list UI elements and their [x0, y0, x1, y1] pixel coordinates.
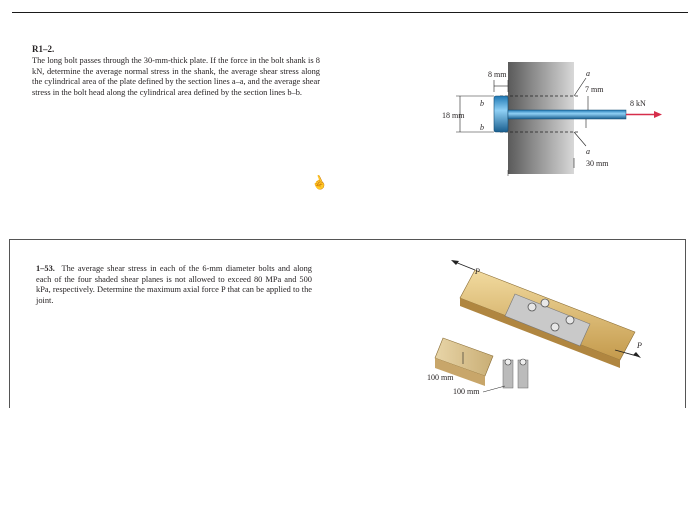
problem-1-statement: The long bolt passes through the 30-mm-t…: [32, 56, 320, 97]
problem-1-text: The long bolt passes through the 30-mm-t…: [32, 56, 320, 98]
load-label: 8 kN: [630, 99, 646, 108]
section-a-top: a: [586, 69, 590, 78]
problem-2-number: 1–53.: [36, 264, 55, 273]
section-b-top: b: [480, 99, 484, 108]
dim-plate-thickness: 30 mm: [586, 159, 609, 168]
problem-1-number: R1–2.: [32, 44, 55, 54]
hand-cursor-icon: ☝: [308, 172, 330, 193]
bolt-plate-figure: 8 mm 7 mm 18 mm a a b b 30 mm 8 kN: [442, 62, 662, 176]
load-P-left: P: [474, 267, 480, 276]
dim-1: 100 mm: [427, 373, 454, 382]
section-b-bottom: b: [480, 123, 484, 132]
bolt-shank: [507, 109, 627, 120]
bolt-head: [493, 95, 509, 133]
wood-joint-figure: P P 100 mm 100 mm: [427, 260, 642, 396]
dim-head-thickness: 8 mm: [488, 70, 507, 79]
section-a-bottom: a: [586, 147, 590, 156]
problem-2-statement: The average shear stress in each of the …: [36, 264, 312, 305]
load-P-right: P: [636, 341, 642, 350]
top-divider: [12, 12, 688, 13]
splice-plate: [504, 293, 591, 347]
dim-head-diameter: 18 mm: [442, 111, 465, 120]
problem-2-text: 1–53. The average shear stress in each o…: [36, 264, 312, 306]
dim-2: 100 mm: [453, 387, 480, 396]
problem-2-panel: [9, 239, 686, 408]
dim-shank-diameter: 7 mm: [585, 85, 604, 94]
